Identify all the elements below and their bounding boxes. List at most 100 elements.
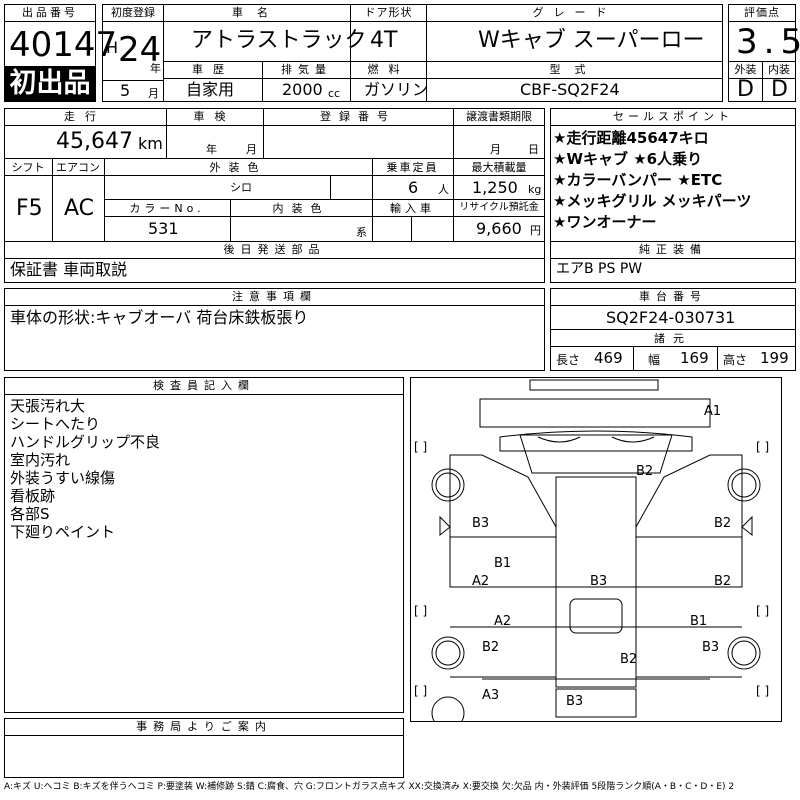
damage-mark: B2	[714, 516, 731, 531]
office-box	[4, 718, 404, 778]
diagram-cargo-window	[569, 598, 623, 634]
diagram-mirror-left	[439, 515, 451, 537]
notes-label: 注意事項欄	[232, 290, 317, 303]
interior-label: 内装	[768, 63, 790, 76]
height-label: 高さ	[723, 353, 748, 367]
inspection-year-unit: 年	[206, 143, 217, 156]
diagram-front-bumper	[479, 398, 711, 428]
inspector-label: 検査員記入欄	[153, 379, 255, 392]
sales-points-label: セールスポイント	[613, 110, 733, 123]
diagram-top-panel	[529, 379, 659, 391]
color-no-label: カラーNo.	[129, 202, 205, 215]
equipment: エアB PS PW	[556, 261, 643, 277]
sales-point: ★Wキャブ ★6人乗り	[553, 150, 703, 168]
recycle: 9,660	[476, 219, 522, 238]
length-label: 長さ	[556, 353, 581, 367]
diagram-windshield	[519, 434, 673, 474]
sales-point: ★メッキグリル メッキパーツ	[553, 192, 752, 210]
later-parts: 保証書 車両取説	[10, 260, 128, 279]
grade: Wキャブ スーパーロー	[478, 28, 705, 53]
exterior: D	[737, 77, 754, 102]
chassis: SQ2F24-030731	[606, 308, 736, 327]
inspector-note: 看板跡	[10, 487, 56, 505]
transfer-month-unit: 月	[490, 143, 501, 156]
bracket-mark: [ ]	[756, 440, 769, 454]
recycle-unit: 円	[530, 224, 541, 237]
door: 4T	[370, 28, 398, 53]
height: 199	[760, 349, 789, 367]
diagram-mirror-right	[741, 515, 753, 537]
inspector-note: ハンドルグリップ不良	[10, 433, 161, 451]
model-box	[426, 78, 723, 102]
chassis-label: 車台番号	[639, 290, 707, 303]
mileage-unit: km	[138, 134, 163, 153]
wheel-front-left	[431, 468, 465, 502]
sales-point: ★走行距離45647キロ	[553, 129, 709, 147]
interior-box	[762, 78, 796, 102]
dims-label: 諸元	[654, 332, 692, 345]
ac-label: エアコン	[56, 161, 100, 174]
inspection-label: 車検	[193, 110, 236, 123]
history: 自家用	[186, 80, 235, 99]
first-listing-badge: 初出品	[4, 66, 96, 102]
equipment-label: 純正装備	[639, 243, 707, 256]
car-name-label: 車名	[232, 6, 282, 19]
capacity: 6	[408, 178, 419, 197]
damage-mark: A3	[482, 688, 499, 703]
mileage: 45,647	[56, 129, 133, 154]
shift-label: シフト	[11, 161, 45, 174]
notes: 車体の形状:キャブオーバ 荷台床鉄板張り	[10, 308, 309, 327]
diagram-cab-roof	[555, 476, 637, 588]
diagram-rear-bumper	[555, 688, 637, 718]
wheel-front-left-rim	[435, 472, 461, 498]
inspection-month-unit: 月	[246, 143, 257, 156]
damage-mark: A1	[704, 404, 721, 419]
sales-point: ★ワンオーナー	[553, 213, 657, 231]
displacement-unit: cc	[328, 87, 341, 100]
damage-mark: B2	[620, 652, 637, 667]
length: 469	[594, 349, 623, 367]
reg-year: 24	[118, 30, 162, 70]
load-label: 最大積載量	[471, 161, 527, 174]
legend: A:キズ U:ヘコミ B:キズを伴うヘコミ P:要塗装 W:補修跡 S:錆 C:…	[4, 782, 735, 792]
history-label: 車歴	[192, 63, 234, 76]
interior: D	[771, 77, 788, 102]
transfer-label: 譲渡書類期限	[466, 110, 532, 123]
diagram-bed-right	[635, 586, 742, 678]
damage-mark: B1	[494, 556, 511, 571]
load: 1,250	[472, 178, 518, 197]
color: シロ	[230, 181, 252, 194]
import-label: 輸入車	[390, 202, 435, 215]
color-no: 531	[148, 219, 179, 238]
width-label: 幅	[648, 353, 661, 367]
wheel-front-right	[727, 468, 761, 502]
year-unit: 年	[150, 62, 161, 75]
wheel-rear-right-rim	[731, 640, 757, 666]
damage-mark: B3	[590, 574, 607, 589]
inspector-note: 室内汚れ	[10, 451, 71, 469]
lot-number-label: 出品番号	[22, 6, 78, 19]
reg-month: 5	[120, 81, 131, 100]
model-label: 型式	[549, 63, 600, 76]
diagram-cargo-bed	[555, 586, 637, 688]
inspector-box	[4, 377, 404, 713]
bracket-mark: [ ]	[756, 684, 769, 698]
later-parts-label: 後日発送部品	[223, 243, 326, 256]
score-label: 評価点	[744, 6, 780, 19]
damage-mark: B3	[472, 516, 489, 531]
interior-color-suffix: 系	[356, 226, 367, 239]
plate-label: 登録番号	[320, 110, 396, 123]
era: H	[106, 38, 119, 57]
fuel-label: 燃料	[367, 63, 410, 76]
damage-mark: B2	[636, 464, 653, 479]
shift: F5	[16, 196, 43, 221]
month-unit: 月	[148, 87, 159, 100]
inspector-note: 各部S	[10, 505, 50, 523]
color-label: 外装色	[209, 161, 267, 174]
bracket-mark: [ ]	[756, 604, 769, 618]
diagram-frame	[410, 377, 782, 722]
inspector-note: 外装うすい線傷	[10, 469, 116, 487]
car-name: アトラストラック	[191, 28, 367, 53]
inspector-note: 天張汚れ大	[10, 397, 86, 415]
score: 3.5	[736, 22, 800, 62]
